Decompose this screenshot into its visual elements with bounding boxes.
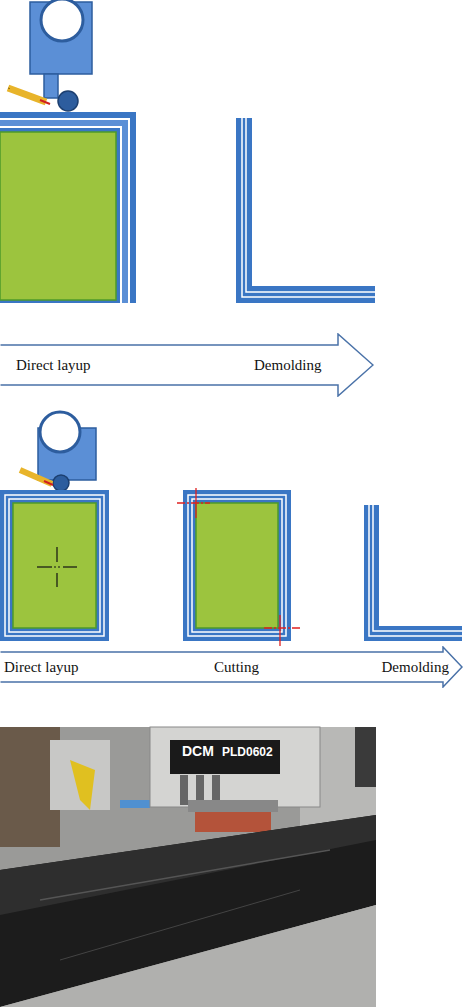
machine-label: DCM	[182, 743, 214, 759]
step-label: Direct layup	[16, 356, 91, 374]
step-label: Demolding	[382, 658, 450, 676]
mold-with-plies	[0, 112, 136, 303]
robot-head	[8, 0, 92, 111]
robot-head	[20, 412, 96, 491]
step-label: Direct layup	[4, 658, 79, 676]
photo	[0, 727, 376, 1007]
step-label: Demolding	[254, 356, 322, 374]
process-arrow: Direct layup Cutting Demolding	[0, 646, 463, 688]
cut-mold	[177, 488, 300, 646]
step-label: Cutting	[214, 658, 259, 676]
process-arrow: Direct layup Demolding	[0, 333, 374, 397]
wrapped-mold	[0, 490, 109, 641]
demolded-part	[236, 118, 375, 303]
demolded-part	[364, 505, 462, 641]
machine-label: PLD0602	[222, 745, 273, 759]
